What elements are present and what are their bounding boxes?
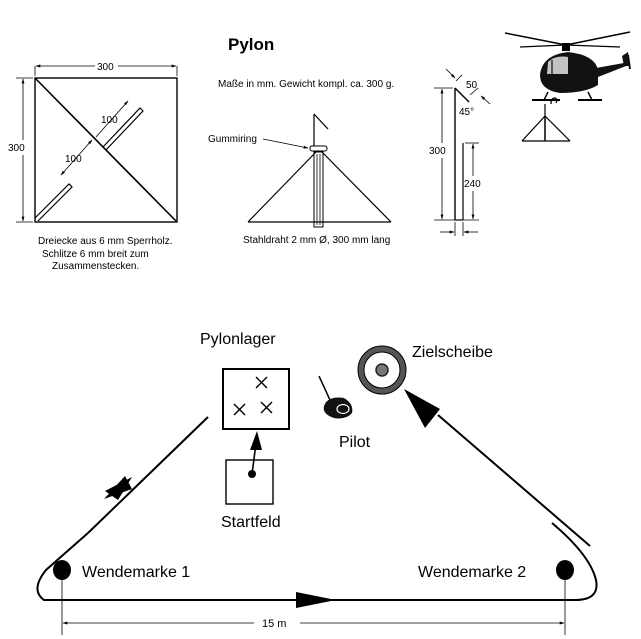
wire-lower-dim: 240 (464, 179, 481, 190)
assembly-caption: Stahldraht 2 mm Ø, 300 mm lang (243, 235, 390, 246)
plate-caption-line-2: Schlitze 6 mm breit zum (42, 249, 149, 260)
helicopter-icon (504, 31, 631, 142)
slot-upper-dim: 100 (101, 115, 118, 126)
start-arrow (250, 431, 262, 450)
direction-arrow-bottom (296, 592, 336, 608)
plate-outline (34, 77, 178, 223)
target-label: Zielscheibe (412, 344, 493, 361)
course-path (36, 522, 598, 601)
pylon-marks (233, 376, 273, 416)
slot-lower-dim: 100 (65, 154, 82, 165)
diagram-title: Pylon (228, 35, 274, 54)
rubber-ring (309, 145, 328, 152)
hook-length-dim: 50 (466, 80, 478, 91)
turn-marker-1-label: Wendemarke 1 (82, 564, 190, 581)
hook-angle-dim: 45° (459, 107, 474, 118)
plate-caption-line-1: Dreiecke aus 6 mm Sperrholz. (38, 236, 173, 247)
plate-diagonal (34, 77, 177, 222)
turn-marker-2-label: Wendemarke 2 (418, 564, 526, 581)
turn-marker-2 (556, 560, 574, 580)
turn-marker-1 (53, 560, 71, 580)
plate-caption-line-3: Zusammenstecken. (52, 261, 139, 272)
direction-arrow-right (404, 389, 440, 428)
wire-detail: 50 45° 300 240 (429, 68, 491, 236)
pylon-assembly: Gummiring Stahldraht 2 mm Ø, 300 mm lang (208, 113, 392, 246)
pilot-label: Pilot (339, 434, 371, 451)
rubber-ring-label: Gummiring (208, 134, 257, 145)
wire-total-dim: 300 (429, 146, 446, 157)
pylon-store-label: Pylonlager (200, 331, 276, 348)
distance-dim: 15 m (262, 618, 286, 630)
pilot-icon (318, 375, 353, 419)
plate-width-dim: 300 (97, 62, 114, 73)
target-icon (357, 345, 407, 395)
measurement-note: Maße in mm. Gewicht kompl. ca. 300 g. (218, 79, 394, 90)
pylon-store-box (222, 368, 290, 430)
plywood-plate: 300 300 100 100 Dreiecke aus 6 mm Sperrh… (8, 62, 178, 272)
plate-slot-upper (102, 107, 144, 151)
start-field-box (225, 459, 274, 505)
plate-height-dim: 300 (8, 143, 25, 154)
start-field-label: Startfeld (221, 514, 281, 531)
flight-course: Pylonlager Startfeld Pilot Zielscheibe W… (36, 331, 598, 635)
plate-slot-lower (34, 183, 73, 222)
